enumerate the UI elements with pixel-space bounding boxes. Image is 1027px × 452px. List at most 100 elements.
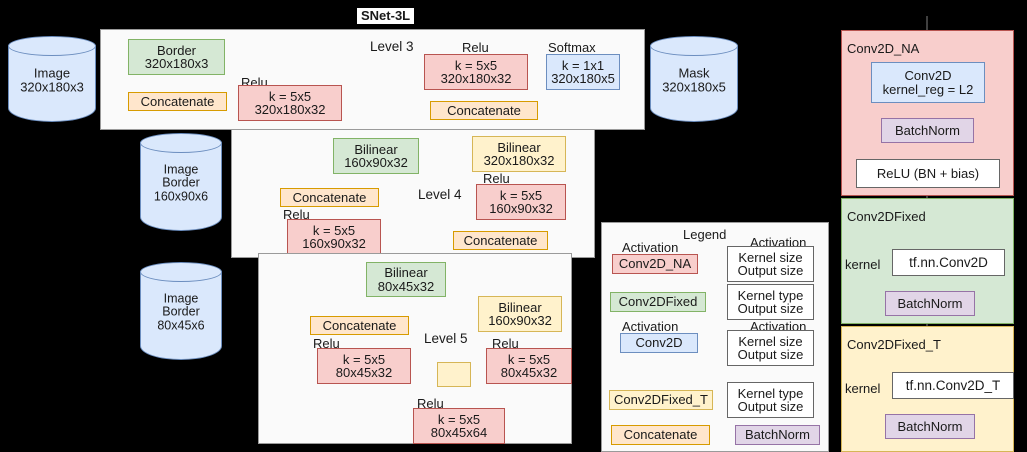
level5-concat-in[interactable]: Concatenate xyxy=(310,316,409,335)
legend-row-1-desc1: Kernel type xyxy=(737,287,804,303)
output-mask-label: Mask xyxy=(678,65,710,81)
level5-merge-node[interactable] xyxy=(437,362,471,387)
legend-concatenate[interactable]: Concatenate xyxy=(611,425,710,445)
level3-conv-in-shape: 320x180x32 xyxy=(254,102,326,117)
ib160-line1: Image xyxy=(163,162,199,177)
detail-conv2dfixed-kernel-label: kernel xyxy=(845,257,881,272)
ib80-shape: 80x45x6 xyxy=(157,318,205,333)
detail-conv2dfixed-label: Conv2DFixed xyxy=(847,209,926,224)
legend-row-2-name[interactable]: Conv2D xyxy=(620,333,698,353)
level3-border-node[interactable]: Border 320x180x3 xyxy=(128,39,225,75)
level4-conv-in[interactable]: k = 5x5 160x90x32 xyxy=(287,219,381,255)
level3-softmax-kernel: k = 1x1 xyxy=(561,57,605,73)
legend-title: Legend xyxy=(683,227,727,242)
ib160-shape: 160x90x6 xyxy=(153,189,209,204)
legend-row-0-desc1: Kernel size xyxy=(738,249,803,265)
detail-conv2dfixed-t-batchnorm[interactable]: BatchNorm xyxy=(885,414,975,439)
level4-conv-out-kernel: k = 5x5 xyxy=(499,187,543,203)
legend-row-3-desc2: Output size xyxy=(737,399,804,414)
ib80-line1: Image xyxy=(163,291,199,306)
detail-conv2dfixed-t-label: Conv2DFixed_T xyxy=(847,337,941,352)
legend-row-0-desc: Kernel size Output size xyxy=(727,246,814,282)
level3-softmax-shape: 320x180x5 xyxy=(551,71,615,86)
detail-conv2d-na-label: Conv2D_NA xyxy=(847,41,920,56)
level5-conv-a-activation: Relu xyxy=(313,336,340,351)
level5-bilinear-up-line1: Bilinear xyxy=(498,299,542,315)
output-mask-shape: 320x180x5 xyxy=(662,79,726,95)
legend-row-0-activation: Activation xyxy=(622,240,679,255)
detail-conv2dfixed-t-op[interactable]: tf.nn.Conv2D_T xyxy=(892,372,1014,399)
level3-softmax-activation: Softmax xyxy=(548,40,596,55)
legend-row-0-name[interactable]: Conv2D_NA xyxy=(612,254,698,274)
input-image-border-80-cylinder: Image Border 80x45x6 xyxy=(140,262,222,360)
level4-conv-in-activation: Relu xyxy=(283,207,310,222)
level5-conv-c-shape: 80x45x32 xyxy=(500,365,558,380)
level5-conv-b[interactable]: k = 5x5 80x45x64 xyxy=(413,408,505,444)
legend-row-3-desc1: Kernel type xyxy=(737,385,804,401)
legend-row-2-desc1: Kernel size xyxy=(738,333,803,349)
level3-conv-out[interactable]: k = 5x5 320x180x32 xyxy=(424,54,528,90)
level5-bilinear-up-shape: 160x90x32 xyxy=(488,313,552,328)
level5-bilinear-down[interactable]: Bilinear 80x45x32 xyxy=(366,262,446,297)
detail-conv2d-na-conv-line2: kernel_reg = L2 xyxy=(882,81,974,97)
legend-row-2-desc-top: Activation xyxy=(750,319,807,334)
level5-conv-a-shape: 80x45x32 xyxy=(335,365,393,380)
level3-conv-out-shape: 320x180x32 xyxy=(440,71,512,86)
level4-conv-in-shape: 160x90x32 xyxy=(302,236,366,251)
level4-bilinear-up-line1: Bilinear xyxy=(497,139,541,155)
detail-conv2d-na-conv[interactable]: Conv2D kernel_reg = L2 xyxy=(871,62,985,103)
level3-softmax[interactable]: k = 1x1 320x180x5 xyxy=(546,54,620,90)
level3-concat-out[interactable]: Concatenate xyxy=(430,101,538,120)
level5-conv-b-kernel: k = 5x5 xyxy=(437,411,481,427)
level5-conv-a[interactable]: k = 5x5 80x45x32 xyxy=(317,348,411,384)
detail-conv2dfixed-batchnorm[interactable]: BatchNorm xyxy=(885,291,975,316)
level4-bilinear-up-shape: 320x180x32 xyxy=(483,153,555,168)
level5-conv-b-activation: Relu xyxy=(417,396,444,411)
legend-row-2-desc: Kernel size Output size xyxy=(727,330,814,366)
level3-conv-in-kernel: k = 5x5 xyxy=(268,88,312,104)
level5-bilinear-down-shape: 80x45x32 xyxy=(377,278,435,294)
level3-conv-in[interactable]: k = 5x5 320x180x32 xyxy=(238,85,342,121)
legend-row-3-name[interactable]: Conv2DFixed_T xyxy=(609,390,713,410)
level4-bilinear-down-line1: Bilinear xyxy=(354,141,398,157)
detail-conv2dfixed-t-kernel-label: kernel xyxy=(845,381,881,396)
detail-conv2d-na-batchnorm[interactable]: BatchNorm xyxy=(881,118,974,143)
level4-concat-out[interactable]: Concatenate xyxy=(453,231,548,250)
level3-conv-out-kernel: k = 5x5 xyxy=(454,57,498,73)
ib80-line2: Border xyxy=(162,304,200,319)
level5-conv-c-kernel: k = 5x5 xyxy=(507,351,551,367)
input-image-cylinder: Image 320x180x3 xyxy=(8,36,96,122)
level4-conv-out[interactable]: k = 5x5 160x90x32 xyxy=(476,184,566,220)
output-mask-cylinder: Mask 320x180x5 xyxy=(650,36,738,122)
legend-row-1-desc: Kernel type Output size xyxy=(727,284,814,320)
level3-concat-in[interactable]: Concatenate xyxy=(128,92,227,111)
legend-row-2-desc2: Output size xyxy=(737,347,804,362)
legend-row-3-desc: Kernel type Output size xyxy=(727,382,814,418)
level4-bilinear-down-shape: 160x90x32 xyxy=(344,155,408,170)
detail-conv2d-na-conv-line1: Conv2D xyxy=(904,68,952,84)
level5-conv-b-shape: 80x45x64 xyxy=(430,425,488,440)
level3-border-line2: 320x180x3 xyxy=(144,56,209,71)
ib160-line2: Border xyxy=(162,175,200,190)
detail-conv2dfixed-op[interactable]: tf.nn.Conv2D xyxy=(892,249,1005,276)
level4-bilinear-up[interactable]: Bilinear 320x180x32 xyxy=(472,136,566,172)
legend-batchnorm[interactable]: BatchNorm xyxy=(735,425,820,445)
level3-border-line1: Border xyxy=(156,42,197,58)
legend-row-1-name[interactable]: Conv2DFixed xyxy=(610,292,706,312)
input-image-label: Image xyxy=(33,65,71,81)
level4-conv-out-shape: 160x90x32 xyxy=(489,201,553,216)
legend-row-1-desc2: Output size xyxy=(737,301,804,316)
input-image-border-160-cylinder: Image Border 160x90x6 xyxy=(140,133,222,231)
level4-bilinear-down[interactable]: Bilinear 160x90x32 xyxy=(333,138,419,174)
level4-label: Level 4 xyxy=(418,187,462,202)
detail-conv2d-na-relu[interactable]: ReLU (BN + bias) xyxy=(856,159,1000,188)
legend-row-0-desc2: Output size xyxy=(737,263,804,278)
legend-row-0-desc-top: Activation xyxy=(750,235,807,250)
level4-concat-in[interactable]: Concatenate xyxy=(280,188,379,207)
level5-bilinear-down-line1: Bilinear xyxy=(384,265,428,281)
level5-conv-c-activation: Relu xyxy=(492,336,519,351)
level5-bilinear-up[interactable]: Bilinear 160x90x32 xyxy=(478,296,562,332)
level5-conv-a-kernel: k = 5x5 xyxy=(342,351,386,367)
level5-conv-c[interactable]: k = 5x5 80x45x32 xyxy=(486,348,572,384)
